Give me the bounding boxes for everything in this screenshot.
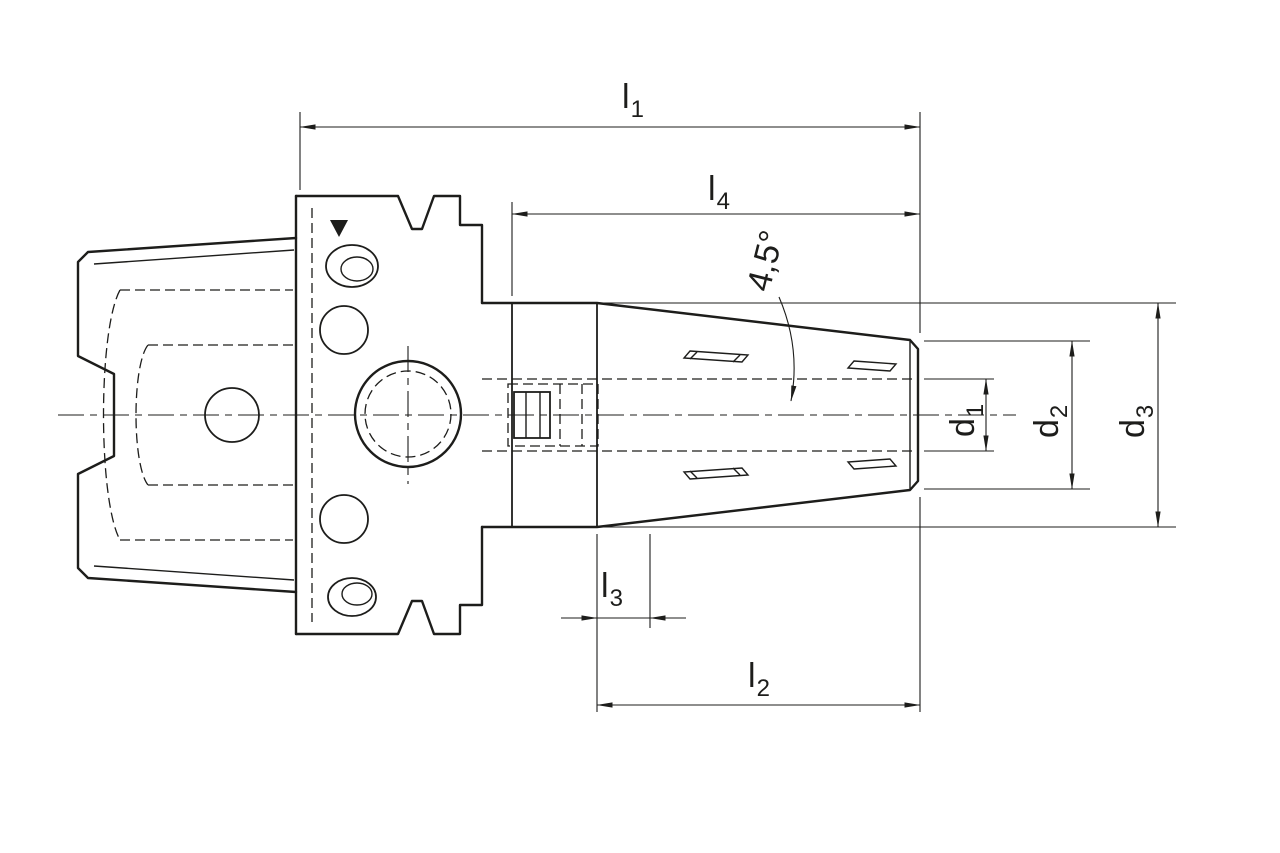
dim-label-l2-sub: 2 — [757, 675, 770, 702]
shank-cavity-hidden-wall — [102, 289, 121, 541]
flange-hole-upper — [319, 305, 369, 355]
taper-body-outline — [480, 301, 920, 529]
shank-chamfer-line-bottom — [93, 565, 295, 581]
cooling-slot-lower-left — [682, 467, 750, 480]
dim-label-d3-base: d — [1114, 419, 1152, 438]
dim-label-l3: l3 — [601, 567, 623, 612]
flange-top-profile — [294, 194, 484, 305]
dim-label-l4: l4 — [708, 170, 730, 215]
dim-label-d3: d3 — [1114, 405, 1159, 438]
dim-label-d1: d1 — [944, 404, 989, 437]
centerlines — [58, 346, 1016, 484]
flange-hole-bottom — [327, 577, 377, 617]
dim-label-d2-sub: 2 — [1046, 405, 1073, 418]
dimension-lines — [299, 124, 1161, 708]
part-outline — [76, 194, 920, 636]
dim-label-d3-sub: 3 — [1132, 405, 1159, 418]
slot-end-tick — [689, 470, 698, 479]
shank-drive-hole — [204, 387, 260, 443]
surface-details — [204, 220, 898, 617]
flange-hole-bottom-inner — [341, 582, 373, 606]
dim-label-l4-sub: 4 — [717, 188, 730, 215]
flange-hole-top — [325, 244, 379, 288]
dim-label-d1-sub: 1 — [962, 404, 989, 417]
dim-label-l3-sub: 3 — [610, 585, 623, 612]
dim-label-d1-base: d — [944, 418, 982, 437]
dim-label-l3-base: l — [601, 567, 609, 605]
dim-label-l1: l1 — [622, 78, 644, 123]
flange-hole-lower — [319, 494, 369, 544]
dim-label-l1-sub: 1 — [631, 96, 644, 123]
flange-hole-top-inner — [340, 256, 374, 282]
angle-leader-arrow — [778, 296, 797, 402]
slot-end-tick — [732, 354, 741, 363]
clamping-screw-body — [513, 391, 551, 439]
slot-end-tick — [732, 467, 741, 476]
shank-chamfer-line-top — [93, 249, 295, 265]
flange-boss-hidden-circle — [364, 370, 452, 458]
flange-bottom-profile — [294, 525, 484, 636]
cooling-slot-lower-right — [846, 458, 898, 470]
dim-label-l1-base: l — [622, 78, 630, 116]
angle-label: 4,5° — [740, 227, 792, 295]
hsk-shank-outline — [76, 236, 298, 594]
dim-label-l2: l2 — [748, 657, 770, 702]
orientation-triangle-mark — [330, 220, 348, 237]
dim-label-d2-base: d — [1028, 419, 1066, 438]
clamping-screw-hidden-outline — [507, 383, 599, 447]
dim-label-l4-base: l — [708, 170, 716, 208]
flange-center-boss — [353, 359, 463, 469]
cooling-slot-upper-left — [682, 350, 750, 363]
extension-lines — [299, 112, 1176, 712]
dim-label-l2-base: l — [748, 657, 756, 695]
dimension-labels: l1 l4 l3 l2 4,5° d1 d2 d3 — [601, 78, 1159, 702]
hidden-lines — [102, 208, 912, 622]
dim-label-d2: d2 — [1028, 405, 1073, 438]
slot-end-tick — [689, 351, 698, 360]
cooling-slot-upper-right — [846, 360, 898, 372]
